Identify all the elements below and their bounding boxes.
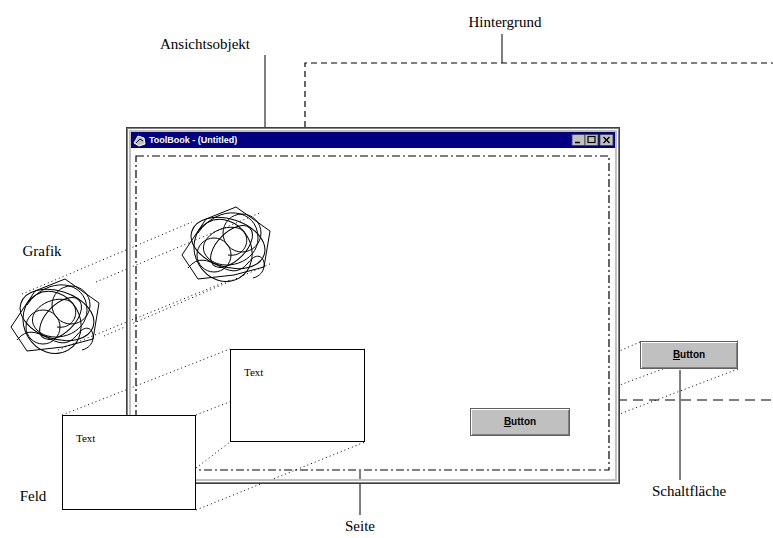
graphic-scribble: [182, 207, 272, 292]
part-label: Hintergrund: [468, 14, 541, 31]
background-outline: [305, 63, 773, 127]
text-field: Text: [62, 415, 196, 510]
push-button: Button: [470, 408, 570, 436]
app-icon: [134, 136, 145, 146]
part-label: Grafik: [22, 243, 61, 260]
application-window: TextButton ToolBook - (Untitled): [127, 128, 619, 483]
leader-line: [360, 471, 361, 515]
part-label: Feld: [20, 488, 47, 505]
window-control: [585, 135, 598, 146]
graphic-scribble: [11, 279, 101, 364]
leader-line: [680, 370, 681, 480]
page-outline: [136, 156, 609, 470]
title-bar: ToolBook - (Untitled): [131, 132, 615, 148]
field-text: Text: [76, 432, 95, 445]
part-label: Schaltfläche: [652, 483, 726, 500]
window-control: [600, 135, 613, 146]
window-control: [572, 135, 585, 146]
button-caption: Button: [504, 416, 536, 428]
background-outline: [617, 399, 773, 400]
leader-line: [265, 55, 266, 127]
field-text: Text: [244, 366, 263, 379]
push-button: Button: [640, 341, 738, 369]
button-caption: Button: [673, 349, 705, 361]
part-label: Seite: [345, 518, 375, 535]
part-label: Ansichtsobjekt: [160, 36, 250, 53]
text-field: Text: [230, 349, 365, 442]
leader-line: [502, 34, 503, 63]
projection-lines: [22, 212, 738, 510]
window-title: ToolBook - (Untitled): [149, 133, 237, 147]
